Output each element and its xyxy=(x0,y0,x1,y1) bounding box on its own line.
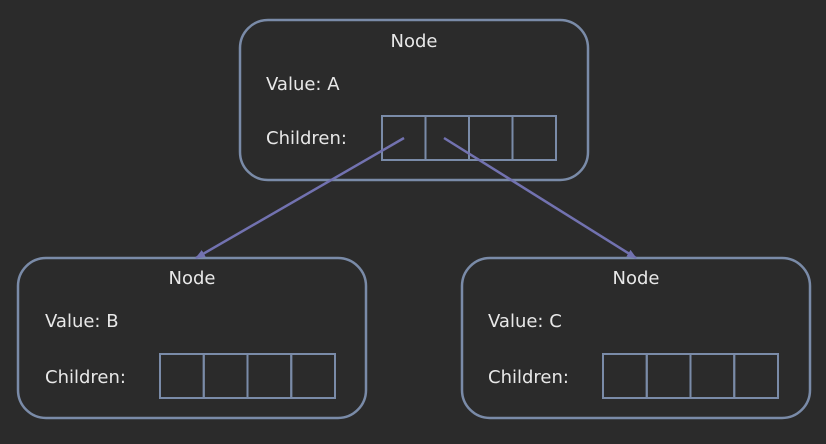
node-c: Node Value: C Children: xyxy=(460,256,812,420)
node-b-children-label: Children: xyxy=(45,367,126,388)
node-c-slot-1 xyxy=(602,353,648,399)
node-a-box xyxy=(238,18,590,182)
node-b-slot-2 xyxy=(202,353,249,399)
edge-a-to-b xyxy=(195,136,405,260)
node-a: Node Value: A Children: xyxy=(238,18,590,182)
node-b-children-slots xyxy=(159,353,336,399)
node-a-slot-3 xyxy=(468,115,514,161)
node-c-children-label: Children: xyxy=(488,367,569,388)
node-a-slot-4 xyxy=(511,115,557,161)
node-a-title: Node xyxy=(391,31,438,52)
node-c-slot-4 xyxy=(733,353,779,399)
node-b-title: Node xyxy=(169,268,216,289)
node-b: Node Value: B Children: xyxy=(16,256,368,420)
node-a-value: Value: A xyxy=(266,74,340,95)
node-c-value: Value: C xyxy=(488,311,562,332)
node-b-slot-1 xyxy=(159,353,205,399)
node-c-children-slots xyxy=(602,353,779,399)
node-a-slot-2 xyxy=(424,115,470,161)
node-c-slot-2 xyxy=(645,353,692,399)
node-b-box xyxy=(16,256,368,420)
node-b-slot-3 xyxy=(246,353,293,399)
node-a-children-slots xyxy=(381,115,557,161)
node-b-value: Value: B xyxy=(45,311,119,332)
node-c-title: Node xyxy=(613,268,660,289)
node-b-slot-4 xyxy=(290,353,336,399)
node-c-slot-3 xyxy=(689,353,736,399)
edge-a-to-c xyxy=(443,136,637,260)
node-a-children-label: Children: xyxy=(266,128,347,149)
